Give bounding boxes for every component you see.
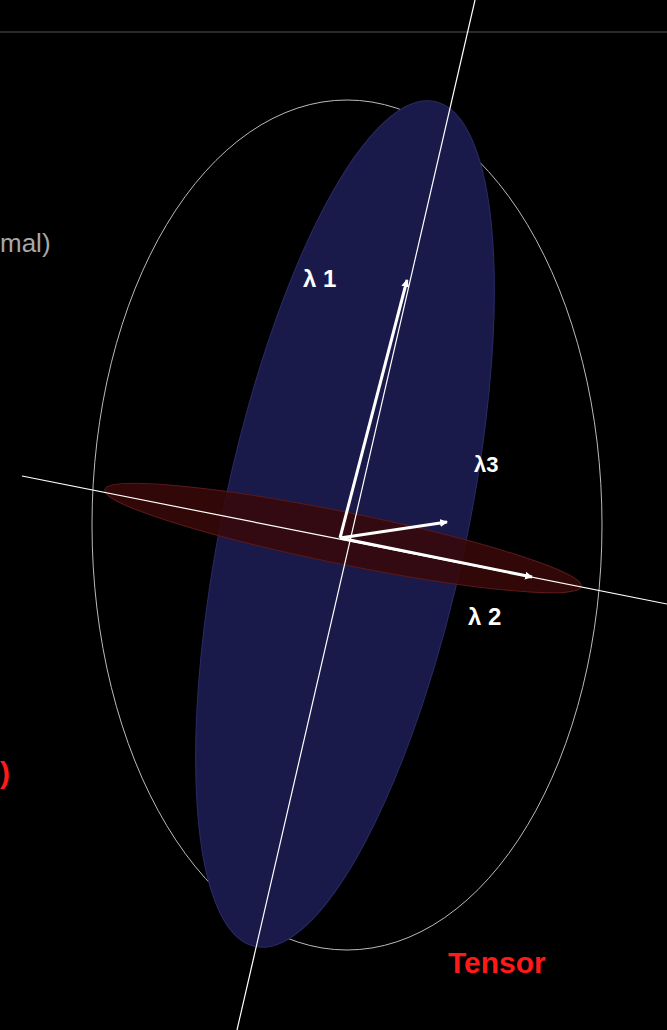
top-rule: [0, 32, 667, 33]
eigenvalue-label: λ3: [474, 452, 498, 478]
red-plane: [100, 464, 587, 612]
axis-line: [22, 476, 667, 604]
eigenvalue-label: λ 2: [468, 603, 501, 631]
eigenvector-arrow: [340, 522, 447, 538]
eigenvalue-label: λ 1: [303, 265, 336, 293]
cut-off-text: ): [0, 756, 10, 790]
eigenvector-arrow: [340, 280, 407, 538]
cut-off-text: mal): [0, 228, 51, 259]
eigenvector-arrow: [340, 538, 532, 577]
axis-line: [237, 0, 475, 1030]
caption-label: Tensor: [448, 946, 546, 980]
